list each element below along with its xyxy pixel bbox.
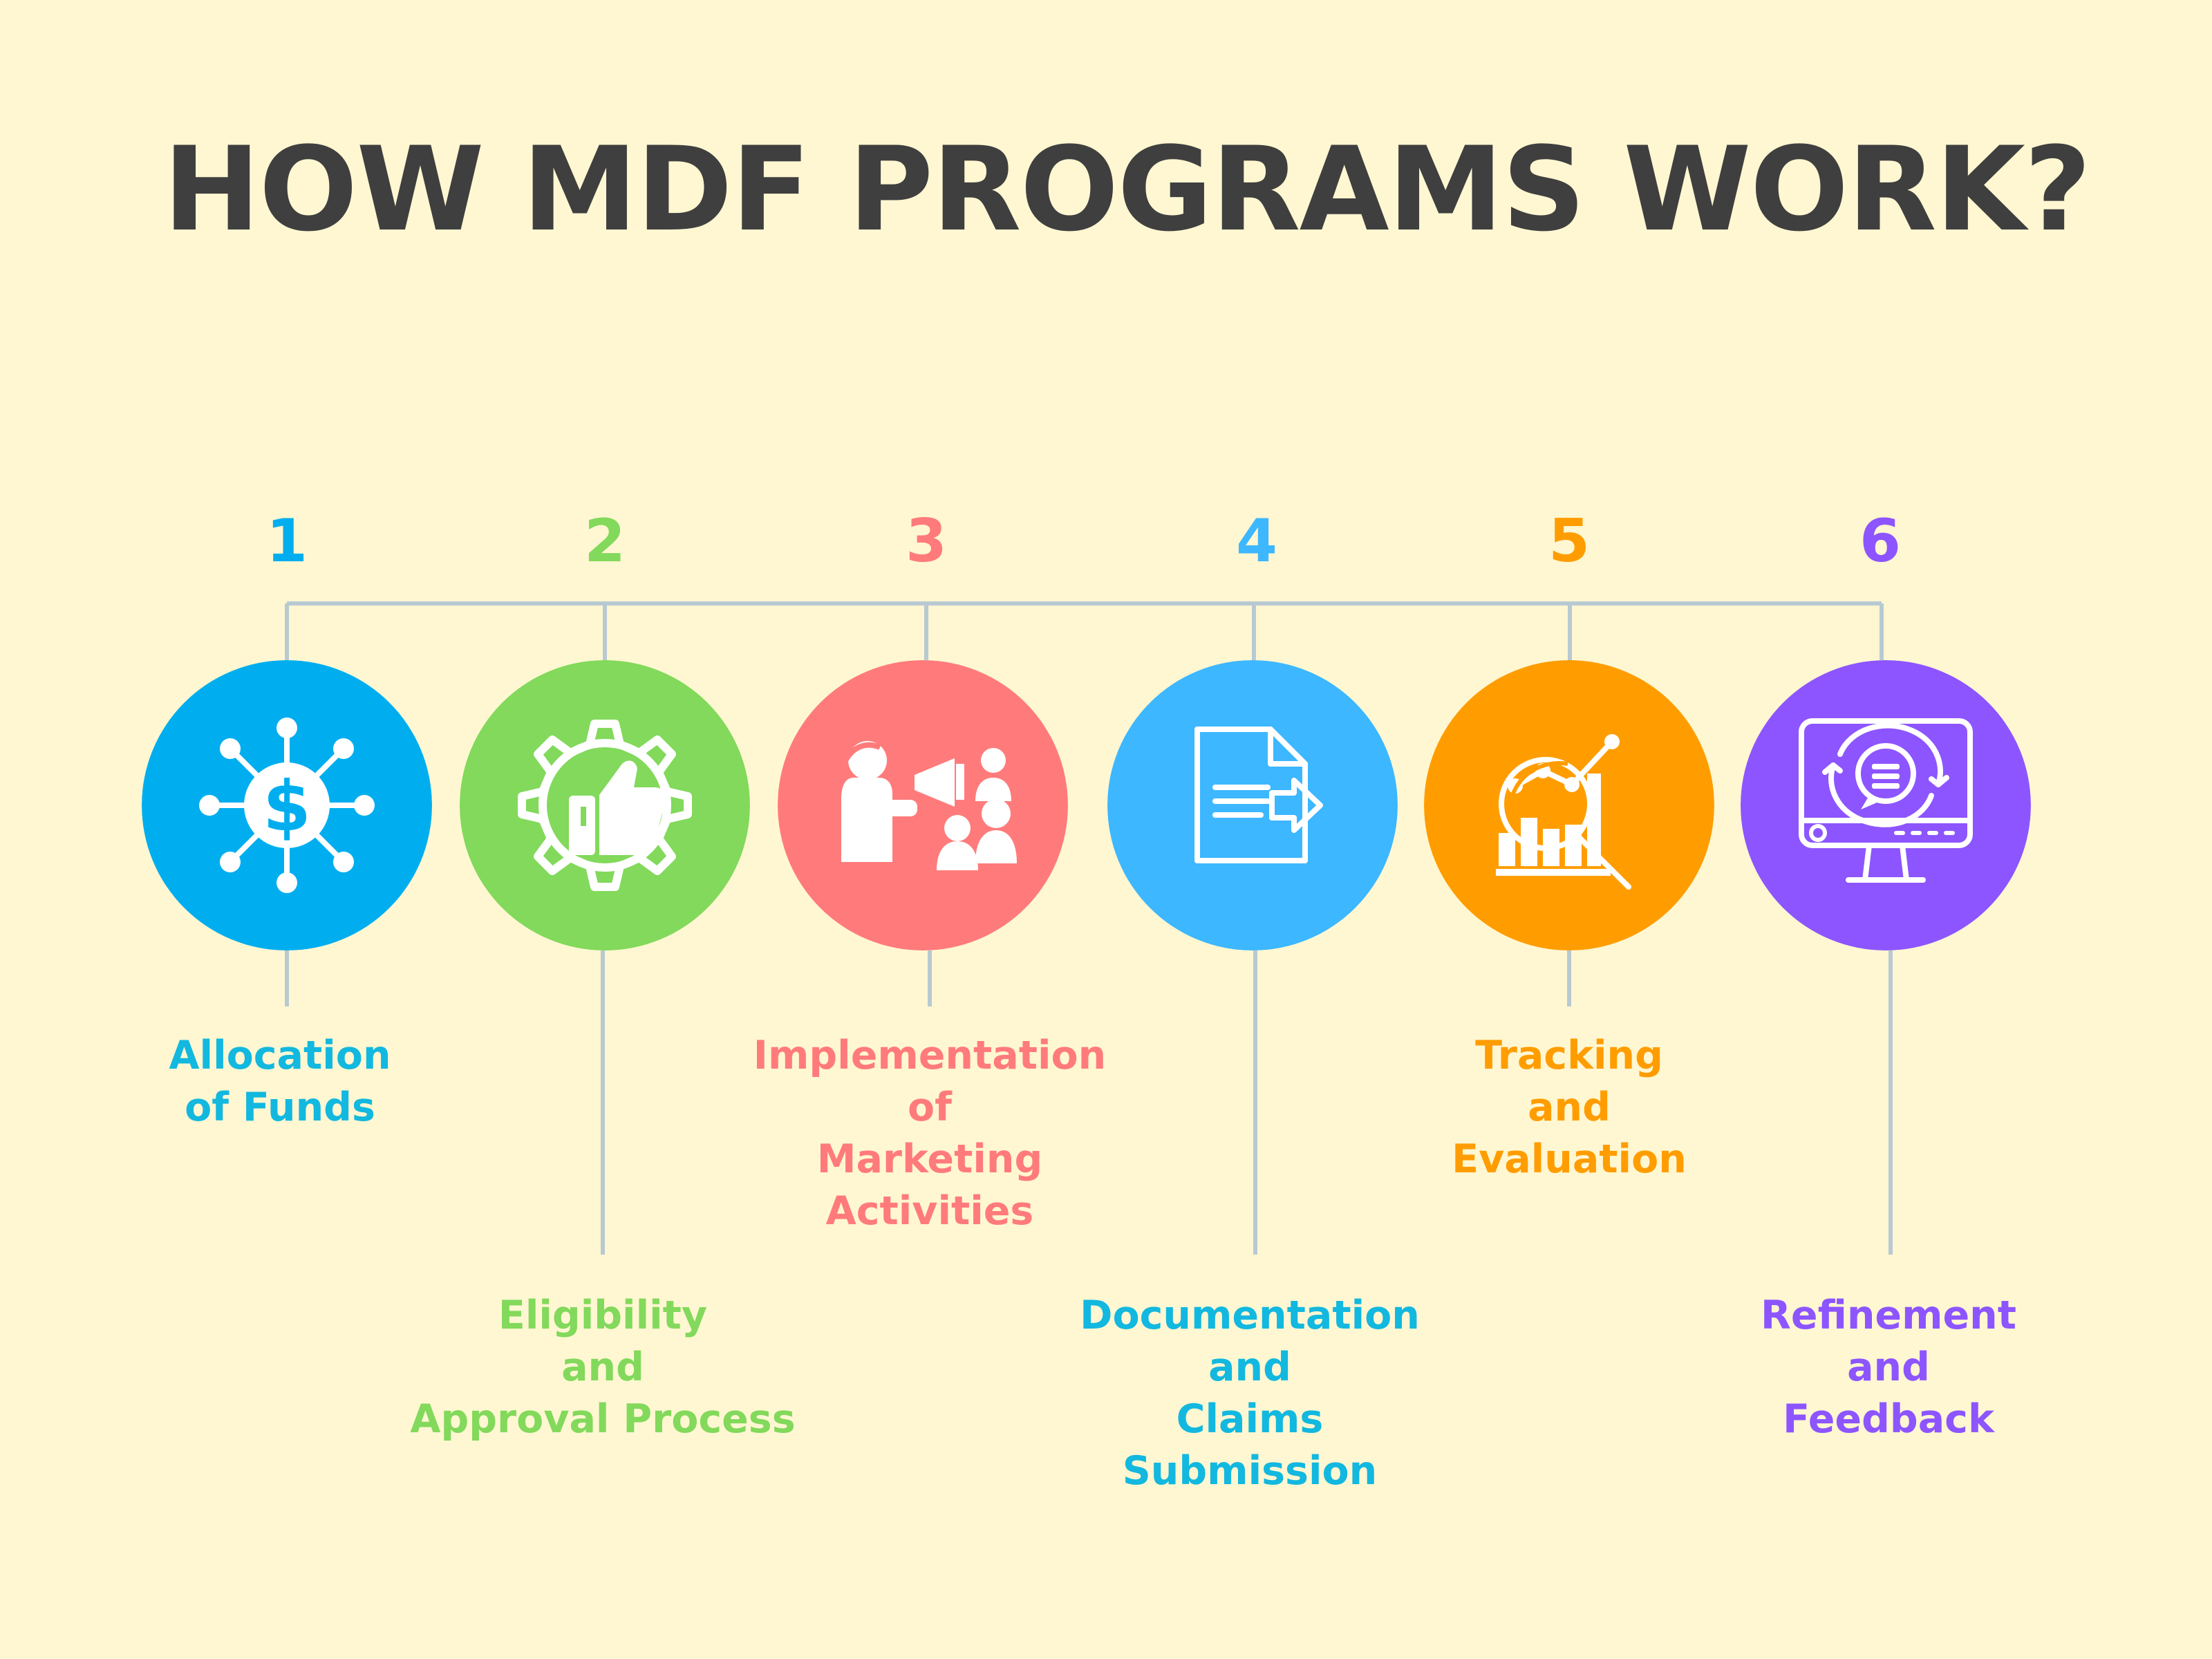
step-2-label-line-3: Approval Process [410,1396,796,1442]
step-4-label: Documentation and Claims Submission [1035,1290,1464,1497]
step-1-circle: $ [142,660,432,950]
step-4-label-line-1: Documentation [1080,1293,1420,1338]
step-4-label-line-2: and [1208,1344,1291,1390]
step-5-circle [1424,660,1714,950]
step-5-background [1424,660,1714,950]
step-5-label: Tracking and Evaluation [1421,1030,1718,1185]
step-3-circle [778,660,1068,950]
step-2-circle [460,660,750,950]
step-3-label-line-3: Marketing [816,1136,1043,1182]
step-1-label-line-2: of Funds [185,1085,375,1130]
step-4-number: 4 [1236,507,1277,576]
analytics-magnifier-icon [1424,660,1714,950]
step-3-number: 3 [906,507,947,576]
step-6-label: Refinement and Feedback [1743,1290,2034,1445]
step-3-label-line-4: Activities [825,1188,1034,1234]
step-5-label-line-2: and [1528,1085,1611,1130]
page-title: HOW MDF PROGRAMS WORK? [163,122,2091,257]
step-4-label-line-4: Submission [1122,1448,1378,1494]
step-1-label: Allocation of Funds [142,1030,418,1134]
step-6-circle [1741,660,2031,950]
step-2-label: Eligibility and Approval Process [395,1290,810,1445]
step-6-label-line-1: Refinement [1761,1293,2016,1338]
step-3-label-line-2: of [908,1085,952,1130]
step-4-label-line-3: Claims [1176,1396,1324,1442]
step-5-label-line-1: Tracking [1475,1033,1663,1078]
step-3-label-line-1: Implementation [753,1033,1107,1078]
document-arrow-icon [1107,660,1398,950]
step-6-label-line-2: and [1847,1344,1930,1390]
step-2-label-line-1: Eligibility [498,1293,708,1338]
step-3-background [778,660,1068,950]
step-5-label-line-3: Evaluation [1452,1136,1687,1182]
step-1-number: 1 [266,507,308,576]
svg-text:$: $ [263,766,311,847]
monitor-feedback-icon [1741,660,2031,950]
step-2-number: 2 [584,507,626,576]
step-4-circle [1107,660,1398,950]
step-3-label: Implementation of Marketing Activities [715,1030,1144,1237]
step-5-number: 5 [1548,507,1590,576]
dollar-network-icon: $ [142,660,432,950]
step-4-background [1107,660,1398,950]
step-6-label-line-3: Feedback [1783,1396,1994,1442]
step-2-label-line-2: and [561,1344,644,1390]
step-6-background [1741,660,2031,950]
thumbs-up-gear-icon [460,660,750,950]
step-1-label-line-1: Allocation [169,1033,391,1078]
megaphone-audience-icon [778,660,1068,950]
step-6-number: 6 [1859,507,1901,576]
